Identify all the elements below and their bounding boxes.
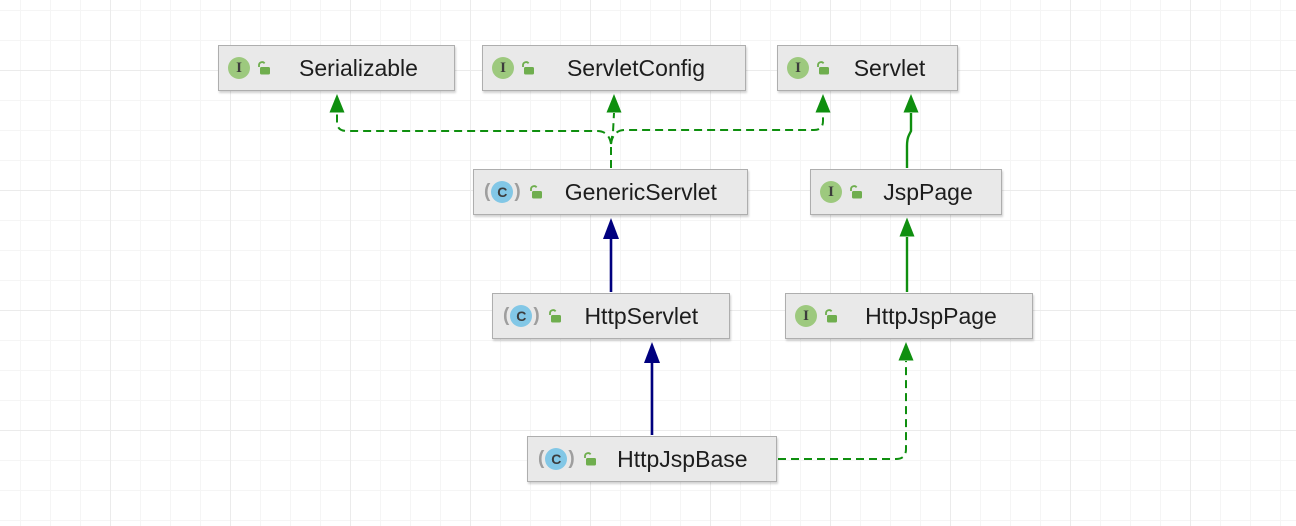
- class-node-httpjsppage[interactable]: I HttpJspPage: [785, 293, 1033, 339]
- unlocked-public-icon: [258, 61, 270, 75]
- edge-httpjspbase-extends-httpservlet[interactable]: [644, 342, 660, 435]
- node-label: Servlet: [853, 54, 926, 81]
- unlocked-public-icon: [529, 185, 542, 199]
- interface-icon: I: [787, 57, 809, 79]
- node-label: HttpJspPage: [865, 302, 997, 329]
- interface-icon: I: [795, 305, 817, 327]
- unlocked-public-icon: [548, 309, 561, 323]
- node-label: Serializable: [299, 54, 418, 81]
- edge-httpjspbase-implements-httpjsppage[interactable]: [778, 342, 914, 460]
- unlocked-public-icon: [522, 61, 534, 75]
- class-node-httpjspbase[interactable]: C HttpJspBase: [527, 436, 777, 482]
- class-node-httpservlet[interactable]: C HttpServlet: [492, 293, 730, 339]
- abstract-class-icon: C: [502, 305, 541, 327]
- interface-icon: I: [492, 57, 514, 79]
- edge-genericservlet-implements-interfaces[interactable]: [329, 94, 831, 168]
- node-label: HttpJspBase: [617, 445, 748, 472]
- node-label: GenericServlet: [564, 178, 717, 205]
- interface-icon: I: [820, 181, 842, 203]
- node-label: HttpServlet: [584, 302, 699, 329]
- class-node-jsppage[interactable]: I JspPage: [810, 169, 1002, 215]
- edge-jsppage-extends-servlet[interactable]: [903, 94, 919, 168]
- unlocked-public-icon: [583, 452, 596, 466]
- class-node-servletconfig[interactable]: I ServletConfig: [482, 45, 746, 91]
- class-node-servlet[interactable]: I Servlet: [777, 45, 958, 91]
- unlocked-public-icon: [817, 61, 829, 75]
- abstract-class-icon: C: [483, 181, 522, 203]
- edge-httpjsppage-extends-jsppage[interactable]: [899, 217, 915, 293]
- node-label: ServletConfig: [566, 54, 706, 81]
- unlocked-public-icon: [825, 309, 837, 323]
- interface-icon: I: [228, 57, 250, 79]
- class-node-serializable[interactable]: I Serializable: [218, 45, 455, 91]
- node-label: JspPage: [883, 178, 973, 205]
- abstract-class-icon: C: [537, 448, 576, 470]
- class-node-genericservlet[interactable]: C GenericServlet: [473, 169, 748, 215]
- unlocked-public-icon: [850, 185, 862, 199]
- edge-httpservlet-extends-genericservlet[interactable]: [603, 218, 619, 292]
